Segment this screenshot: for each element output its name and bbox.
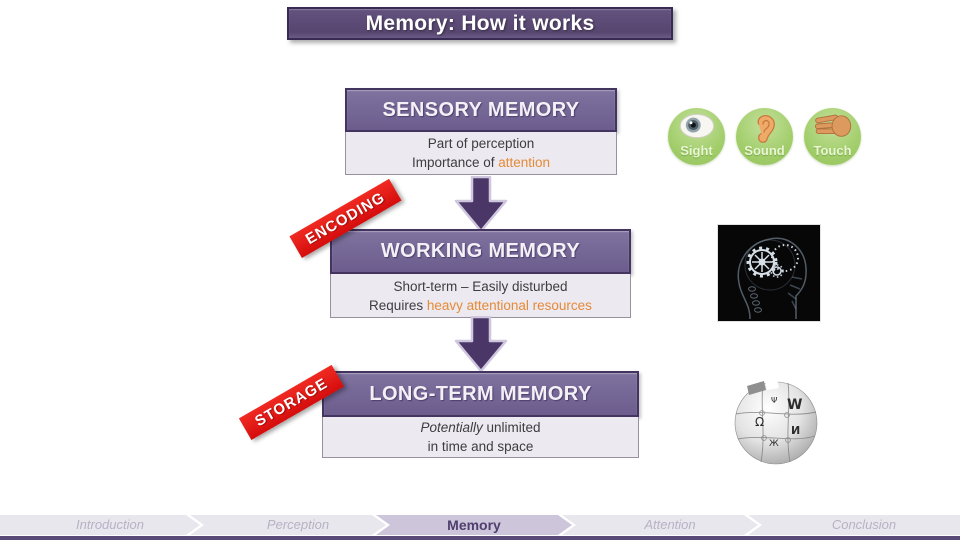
working-line-2: Requires heavy attentional resources xyxy=(369,297,592,313)
touch-label: Touch xyxy=(813,143,852,158)
sight-label: Sight xyxy=(680,143,713,158)
working-memory-title: WORKING MEMORY xyxy=(380,240,581,262)
svg-text:Ж: Ж xyxy=(769,439,779,449)
sensory-memory-header: SENSORY MEMORY xyxy=(345,88,617,132)
svg-text:И: И xyxy=(791,424,800,437)
eye-icon xyxy=(679,113,714,139)
working-memory-header: WORKING MEMORY xyxy=(330,229,631,274)
hand-icon xyxy=(814,114,851,137)
nav-item-memory[interactable]: Memory xyxy=(376,515,572,535)
down-arrow xyxy=(454,316,508,373)
working-memory-body: Short-term – Easily disturbed Requires h… xyxy=(330,274,631,318)
storage-label: STORAGE xyxy=(252,374,331,431)
slide-navigation: Introduction Perception Memory Attention… xyxy=(0,515,960,535)
nav-item-conclusion[interactable]: Conclusion xyxy=(748,515,960,535)
sight-badge: Sight xyxy=(668,108,725,165)
attentional-resources-highlight: heavy attentional resources xyxy=(426,297,592,313)
touch-badge: Touch xyxy=(804,108,861,165)
long-term-memory-title: LONG-TERM MEMORY xyxy=(369,382,592,405)
title-banner: Memory: How it works xyxy=(287,7,673,40)
nav-item-introduction[interactable]: Introduction xyxy=(0,515,200,535)
attention-highlight: attention xyxy=(498,155,551,170)
ear-icon xyxy=(757,115,775,143)
longterm-line-2: in time and space xyxy=(427,439,534,454)
long-term-memory-body: Potentially unlimited in time and space xyxy=(322,417,639,458)
wikipedia-globe-image: W Ω И Ж Ψ xyxy=(731,376,821,466)
sensory-line-2: Importance of attention xyxy=(411,155,551,170)
sensory-memory-title: SENSORY MEMORY xyxy=(382,98,580,121)
working-line-1: Short-term – Easily disturbed xyxy=(393,278,568,294)
sound-label: Sound xyxy=(744,143,785,158)
page-title: Memory: How it works xyxy=(365,11,595,35)
nav-item-attention[interactable]: Attention xyxy=(562,515,758,535)
longterm-line-1: Potentially unlimited xyxy=(420,420,541,435)
sound-badge: Sound xyxy=(736,108,793,165)
svg-text:Ω: Ω xyxy=(755,415,764,429)
nav-item-perception[interactable]: Perception xyxy=(190,515,386,535)
long-term-memory-header: LONG-TERM MEMORY xyxy=(322,371,639,417)
brain-xray-image xyxy=(718,225,820,321)
svg-text:W: W xyxy=(787,397,802,413)
working-memory-box: WORKING MEMORY Short-term – Easily distu… xyxy=(330,229,631,318)
sensory-memory-box: SENSORY MEMORY Part of perception Import… xyxy=(345,88,617,175)
svg-text:Ψ: Ψ xyxy=(771,396,777,405)
long-term-memory-box: LONG-TERM MEMORY Potentially unlimited i… xyxy=(322,371,639,458)
down-arrow xyxy=(454,176,508,233)
sensory-line-1: Part of perception xyxy=(427,136,535,151)
bottom-accent-strip xyxy=(0,536,960,540)
sensory-memory-body: Part of perception Importance of attenti… xyxy=(345,132,617,175)
